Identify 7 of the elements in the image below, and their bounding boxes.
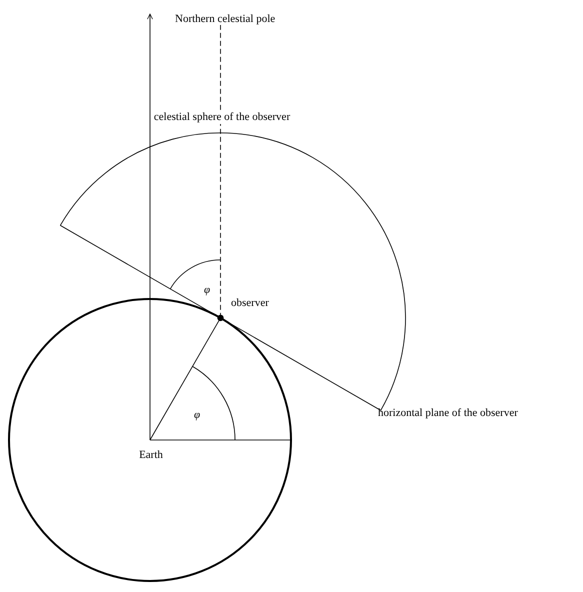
observer-label: observer: [231, 297, 269, 310]
angle-label: φ: [194, 409, 200, 422]
angle-label: φ: [204, 284, 210, 297]
sphere-label: celestial sphere of the observer: [154, 111, 290, 124]
plane-label: horizontal plane of the observer: [378, 407, 518, 420]
earth-label: Earth: [139, 449, 163, 462]
pole-label: Northern celestial pole: [175, 13, 276, 26]
